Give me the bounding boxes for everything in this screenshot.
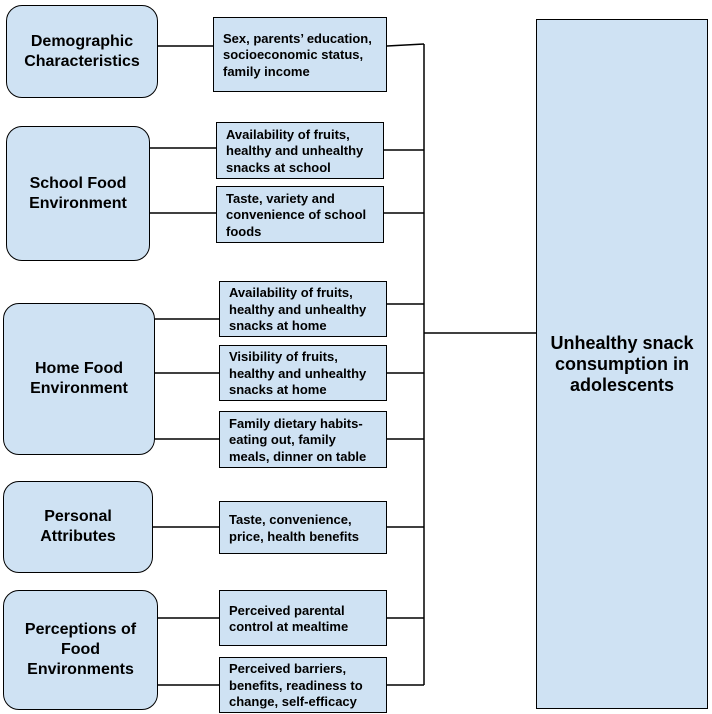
category-personal-attributes: Personal Attributes — [3, 481, 153, 573]
factor-home-visibility: Visibility of fruits, healthy and unheal… — [219, 345, 387, 401]
factor-school-taste: Taste, variety and convenience of school… — [216, 186, 384, 243]
factor-personal-taste: Taste, convenience, price, health benefi… — [219, 501, 387, 554]
category-home-food-environment: Home Food Environment — [3, 303, 155, 455]
category-school-food-environment: School Food Environment — [6, 126, 150, 261]
connector-factor-1 — [386, 43, 425, 47]
outcome-box: Unhealthy snack consumption in adolescen… — [536, 19, 708, 709]
factor-family-dietary-habits: Family dietary habits- eating out, famil… — [219, 411, 387, 468]
category-demographic: Demographic Characteristics — [6, 5, 158, 98]
factor-perceived-barriers: Perceived barriers, benefits, readiness … — [219, 657, 387, 713]
factor-home-availability: Availability of fruits, healthy and unhe… — [219, 281, 387, 337]
factor-school-availability: Availability of fruits, healthy and unhe… — [216, 122, 384, 179]
factor-parental-control: Perceived parental control at mealtime — [219, 590, 387, 646]
factor-demographics: Sex, parents’ education, socioeconomic s… — [213, 17, 387, 92]
category-perceptions: Perceptions of Food Environments — [3, 590, 158, 710]
